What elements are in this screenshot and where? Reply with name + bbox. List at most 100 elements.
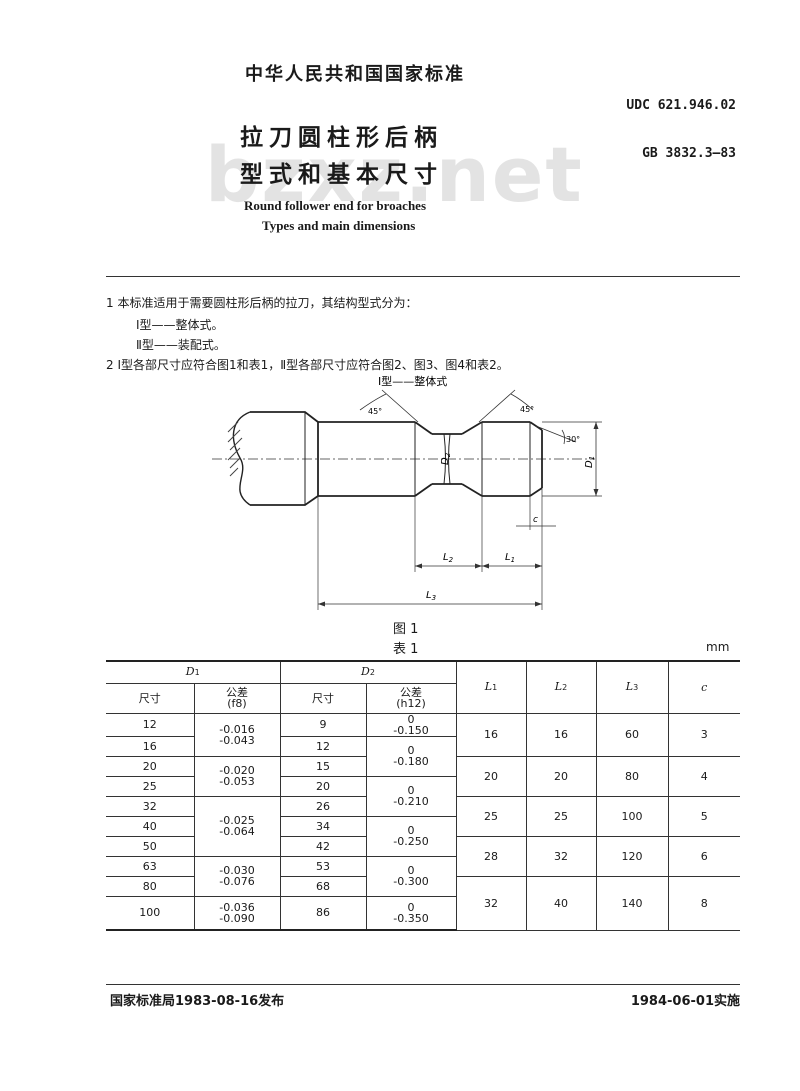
c-cell: 4: [667, 755, 740, 797]
table-row: 80 68 32 40 140 8: [106, 875, 740, 931]
angle-right-label: 45°: [520, 405, 534, 414]
d2-tol-cell: 0-0.150: [365, 712, 457, 737]
d2-tol-cell: 0-0.250: [365, 815, 456, 857]
d1-size-cell: 50: [106, 835, 195, 857]
clause-2: 2 Ⅰ型各部尺寸应符合图1和表1，Ⅱ型各部尺寸应符合图2、图3、图4和表2。: [106, 358, 509, 372]
l1-cell: 25: [455, 795, 527, 837]
gb-code: GB 3832.3—83: [642, 146, 736, 161]
l1-label: L1: [505, 552, 515, 564]
angle-chamfer-label: 30°: [566, 435, 580, 444]
c-cell: 6: [667, 835, 740, 877]
l3-cell: 140: [595, 875, 669, 931]
table-unit: mm: [706, 640, 730, 654]
d1-size-cell: 80: [106, 875, 195, 897]
table-row: 100 -0.036-0.090 86 0-0.350: [106, 895, 740, 931]
header-d2-size: 尺寸: [279, 682, 367, 714]
header-rule: [106, 276, 740, 277]
title-line-2: 型式和基本尺寸: [240, 161, 443, 188]
header-d2-tol: 公差(h12): [365, 682, 456, 714]
l2-cell: 32: [525, 835, 597, 877]
title-line-1: 拉刀圆柱形后柄: [240, 124, 443, 151]
l3-label: L3: [426, 590, 436, 602]
c-cell: 8: [667, 875, 740, 931]
l2-cell: 25: [525, 795, 597, 837]
table-row: 40 34 0-0.250: [106, 815, 740, 857]
watermark: bzxz.net: [205, 130, 584, 219]
effective-date: 1984-06-01实施: [630, 994, 740, 1009]
issued-date: 国家标准局1983-08-16发布: [110, 994, 285, 1009]
l1-cell: 16: [455, 712, 527, 757]
c-label: c: [533, 515, 538, 525]
footer-rule: [106, 984, 740, 985]
d2-size-cell: 53: [279, 855, 367, 877]
d1-tol-cell: -0.016-0.043: [193, 712, 281, 757]
c-cell: 5: [667, 795, 740, 837]
figure-type-label: Ⅰ型——整体式: [378, 374, 447, 388]
d2-size-cell: 42: [279, 835, 367, 857]
l1-cell: 20: [455, 755, 527, 797]
d2-tol-cell: 0-0.210: [365, 775, 456, 817]
l1-cell: 28: [455, 835, 527, 877]
d2-size-cell: 86: [279, 895, 367, 931]
clause-1-type-2: Ⅱ型——装配式。: [136, 338, 226, 352]
title-en-1: Round follower end for broaches: [244, 198, 427, 213]
d2-tol-cell: 0-0.350: [365, 895, 456, 931]
d1-tol-cell: -0.030-0.076: [193, 855, 281, 897]
title-en-2: Types and main dimensions: [262, 218, 416, 233]
header-l1: L1: [455, 660, 527, 714]
figure-caption: 图 1: [393, 622, 419, 637]
d2-size-cell: 26: [279, 795, 367, 817]
l3-cell: 100: [595, 795, 669, 837]
d2-size-cell: 68: [279, 875, 367, 897]
table-row: 32 -0.025-0.064 26 25 25 100 5: [106, 795, 740, 857]
header-c: c: [667, 660, 740, 714]
table-caption: 表 1: [393, 642, 419, 657]
udc-code: UDC 621.946.02: [626, 98, 736, 113]
l2-cell: 20: [525, 755, 597, 797]
d1-size-cell: 12: [106, 712, 195, 737]
clause-1-type-1: Ⅰ型——整体式。: [136, 318, 224, 332]
l1-cell: 32: [455, 875, 527, 931]
angle-left-label: 45°: [368, 407, 382, 416]
l2-cell: 16: [525, 712, 597, 757]
c-cell: 3: [667, 712, 740, 757]
d2-size-cell: 15: [279, 755, 367, 777]
l3-cell: 120: [595, 835, 669, 877]
d2-size-cell: 12: [279, 735, 367, 757]
table-row: 16 12 0-0.180: [106, 735, 740, 777]
table-header-row-1: D1 D2 L1 L2 L3 c: [106, 660, 740, 714]
header-d2: D2: [279, 660, 457, 684]
d1-size-cell: 100: [106, 895, 195, 931]
d1-tol-cell: -0.020-0.053: [193, 755, 281, 797]
header-l3: L3: [595, 660, 669, 714]
figure-1-drawing: Ⅰ型——整体式 45° 45° 30° D2 D1 c L2: [212, 374, 602, 610]
dimension-table: D1 D2 L1 L2 L3 c 尺寸 公差(f8) 尺寸 公差(h12) 12…: [106, 660, 740, 931]
d2-tol-cell: 0-0.300: [365, 855, 456, 897]
d2-size-cell: 9: [279, 712, 367, 737]
l3-cell: 80: [595, 755, 669, 797]
d1-size-cell: 63: [106, 855, 195, 877]
header-d1-tol: 公差(f8): [193, 682, 281, 714]
d1-size-cell: 40: [106, 815, 195, 837]
d2-size-cell: 34: [279, 815, 367, 837]
d1-label: D1: [584, 456, 596, 468]
d2-size-cell: 20: [279, 775, 367, 797]
l3-cell: 60: [595, 712, 669, 757]
table-row: 12 -0.016-0.043 9 0-0.150 16 16 60 3: [106, 712, 740, 757]
header-l2: L2: [525, 660, 597, 714]
l2-cell: 40: [525, 875, 597, 931]
clause-1: 1 本标准适用于需要圆柱形后柄的拉刀，其结构型式分为：: [106, 296, 418, 310]
d1-size-cell: 25: [106, 775, 195, 797]
d1-size-cell: 20: [106, 755, 195, 777]
header-d1-size: 尺寸: [106, 682, 195, 714]
l2-label: L2: [443, 552, 454, 564]
d2-label: D2: [440, 452, 452, 465]
header-d1: D1: [106, 660, 281, 684]
issuing-org: 中华人民共和国国家标准: [245, 64, 465, 85]
d1-size-cell: 32: [106, 795, 195, 817]
table-row: 20 -0.020-0.053 15 20 20 80 4: [106, 755, 740, 797]
d1-tol-cell: -0.036-0.090: [193, 895, 281, 931]
table-row: 25 20 0-0.210: [106, 775, 740, 817]
d2-tol-cell: 0-0.180: [365, 735, 456, 777]
d1-size-cell: 16: [106, 735, 195, 757]
